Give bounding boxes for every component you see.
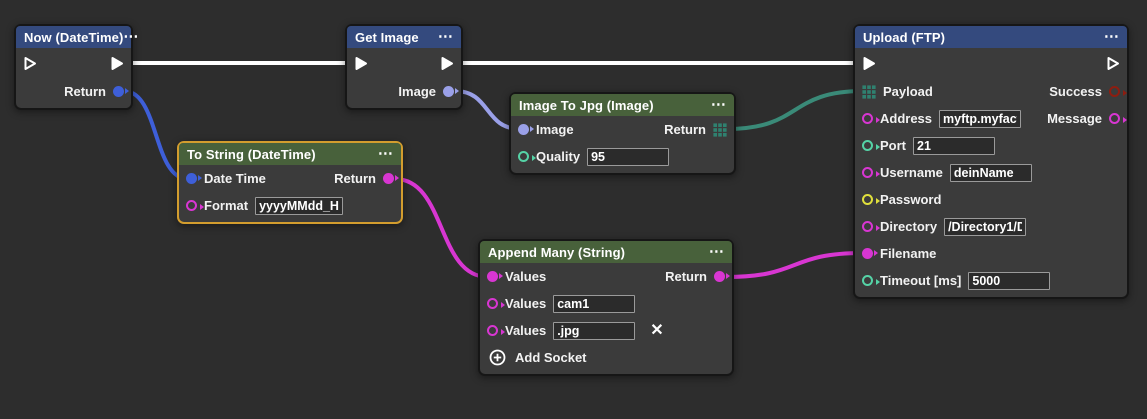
username-label: Username (880, 165, 943, 180)
node-header[interactable]: To String (DateTime) ⋯ (179, 143, 401, 165)
node-to-string-datetime[interactable]: To String (DateTime) ⋯ Date Time Return … (177, 141, 403, 224)
node-title: To String (DateTime) (187, 146, 316, 162)
address-input[interactable] (939, 109, 1022, 128)
exec-out-socket[interactable] (439, 56, 455, 71)
quality-input-socket[interactable] (518, 151, 536, 162)
node-header[interactable]: Append Many (String) ⋯ (480, 241, 732, 263)
node-menu-icon[interactable]: ⋯ (377, 145, 393, 162)
quality-input[interactable] (587, 147, 670, 166)
address-input-socket[interactable] (862, 113, 880, 124)
values-input-socket[interactable] (487, 325, 505, 336)
node-menu-icon[interactable]: ⋯ (437, 28, 453, 45)
exec-in-socket[interactable] (22, 56, 38, 71)
return-label: Return (64, 84, 106, 99)
node-header[interactable]: Get Image ⋯ (347, 26, 461, 48)
values-input[interactable] (553, 294, 636, 313)
success-label: Success (1049, 84, 1102, 99)
payload-label: Payload (883, 84, 933, 99)
node-menu-icon[interactable]: ⋯ (710, 96, 726, 113)
filename-label: Filename (880, 246, 937, 261)
values-input-socket[interactable] (487, 271, 503, 282)
exec-in-socket[interactable] (353, 56, 369, 71)
node-header[interactable]: Upload (FTP) ⋯ (855, 26, 1127, 48)
return-socket-string[interactable] (383, 173, 399, 184)
node-upload-ftp[interactable]: Upload (FTP) ⋯ Payload (853, 24, 1129, 299)
wire-append-many.return-to-upload.filename[interactable] (724, 251, 865, 279)
exec-out-socket[interactable] (1105, 56, 1121, 71)
remove-socket-button[interactable]: ✕ (650, 321, 664, 339)
image-output-socket[interactable] (443, 86, 459, 97)
port-label: Port (880, 138, 906, 153)
password-label: Password (880, 192, 942, 207)
image-output-label: Image (398, 84, 436, 99)
node-title: Image To Jpg (Image) (519, 97, 654, 113)
node-get-image[interactable]: Get Image ⋯ Image (345, 24, 463, 110)
username-input-socket[interactable] (862, 167, 880, 178)
add-socket-label: Add Socket (515, 350, 587, 365)
node-title: Upload (FTP) (863, 29, 946, 45)
port-input-socket[interactable] (862, 140, 880, 151)
values-label: Values (505, 323, 547, 338)
values-input[interactable] (553, 321, 636, 340)
node-now-datetime[interactable]: Now (DateTime) ⋯ Return (14, 24, 138, 110)
node-menu-icon[interactable]: ⋯ (708, 243, 724, 260)
timeout-label: Timeout [ms] (880, 273, 962, 288)
return-label: Return (664, 122, 706, 137)
node-title: Now (DateTime) (24, 29, 124, 45)
image-input-label: Image (536, 122, 574, 137)
node-image-to-jpg[interactable]: Image To Jpg (Image) ⋯ Image Return Qual… (509, 92, 736, 175)
image-input-socket[interactable] (518, 124, 534, 135)
directory-input[interactable] (944, 217, 1027, 236)
values-input-socket[interactable] (487, 298, 505, 309)
filename-input-socket[interactable] (862, 248, 878, 259)
exec-in-socket[interactable] (861, 56, 877, 71)
message-output-socket[interactable] (1109, 113, 1127, 124)
quality-label: Quality (536, 149, 581, 164)
date-time-input-socket[interactable] (186, 173, 202, 184)
date-time-label: Date Time (204, 171, 266, 186)
port-input[interactable] (913, 136, 995, 155)
node-menu-icon[interactable]: ⋯ (123, 28, 139, 45)
return-label: Return (665, 269, 707, 284)
wire-image-to-jpg.return-to-upload.payload[interactable] (725, 89, 865, 131)
node-header[interactable]: Image To Jpg (Image) ⋯ (511, 94, 734, 116)
values-label: Values (505, 269, 547, 284)
message-label: Message (1047, 111, 1102, 126)
node-header[interactable]: Now (DateTime) ⋯ (16, 26, 138, 48)
exec-out-socket[interactable] (109, 56, 125, 71)
values-label: Values (505, 296, 547, 311)
password-input-socket[interactable] (862, 194, 880, 205)
plus-circle-icon (489, 349, 506, 366)
timeout-input[interactable] (968, 271, 1051, 290)
address-label: Address (880, 111, 933, 126)
node-menu-icon[interactable]: ⋯ (1103, 28, 1119, 45)
format-input-socket[interactable] (186, 200, 204, 211)
node-title: Append Many (String) (488, 244, 626, 260)
node-append-many[interactable]: Append Many (String) ⋯ Values Return Val… (478, 239, 734, 376)
return-socket-datetime[interactable] (113, 86, 129, 97)
wire-to-string.return-to-append-many.values[interactable] (393, 177, 490, 279)
format-label: Format (204, 198, 249, 213)
return-label: Return (334, 171, 376, 186)
return-socket-bytes-icon[interactable] (713, 122, 727, 137)
directory-input-socket[interactable] (862, 221, 880, 232)
return-socket-string[interactable] (714, 271, 730, 282)
directory-label: Directory (880, 219, 938, 234)
add-socket-button[interactable]: Add Socket (487, 349, 587, 366)
username-input[interactable] (949, 163, 1032, 182)
payload-input-socket-bytes-icon[interactable] (862, 84, 876, 99)
timeout-input-socket[interactable] (862, 275, 880, 286)
success-output-socket[interactable] (1109, 86, 1127, 97)
format-input[interactable] (255, 196, 344, 215)
node-title: Get Image (355, 29, 419, 45)
